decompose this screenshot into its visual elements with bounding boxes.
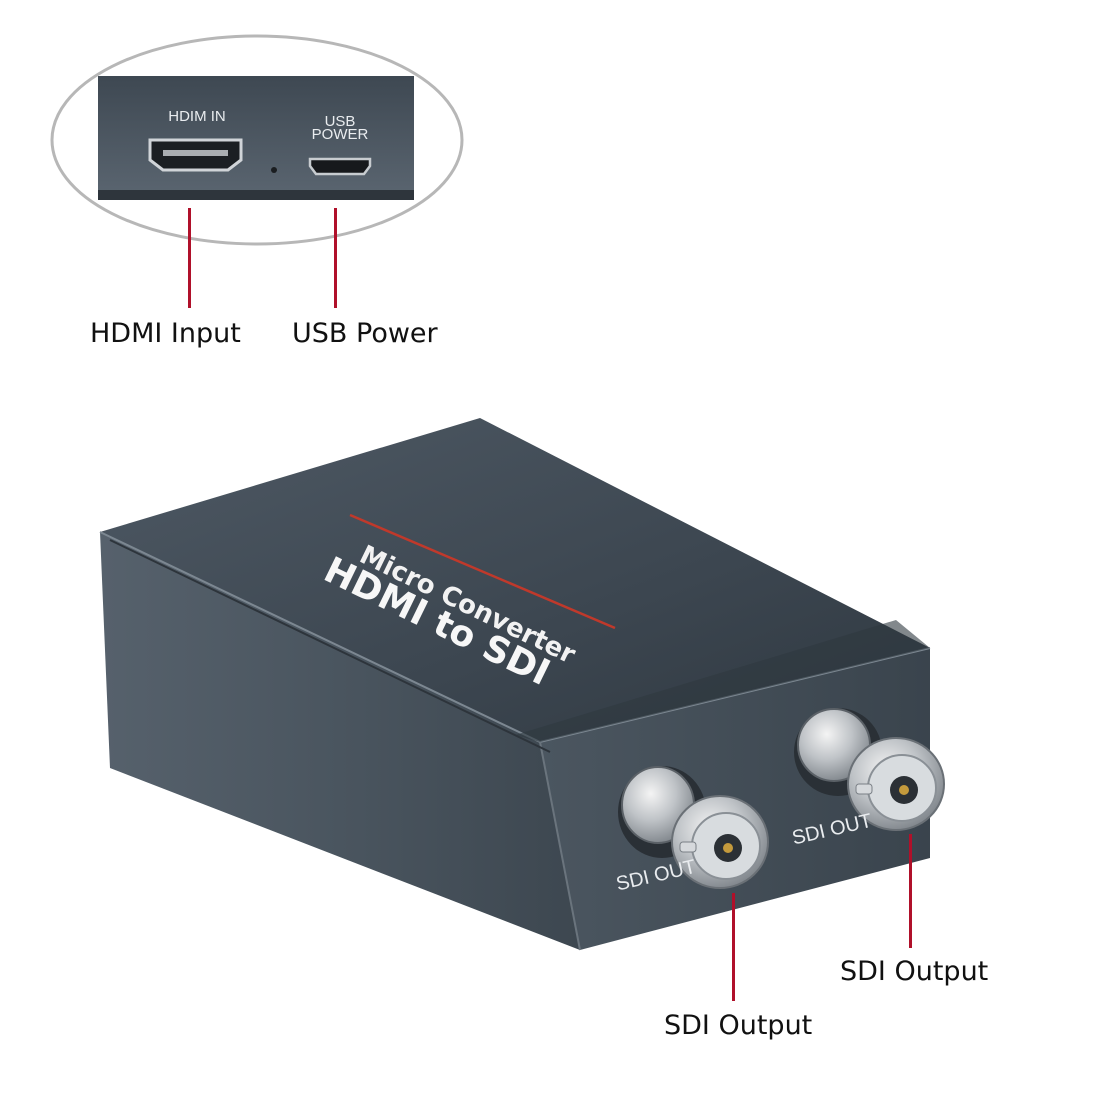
led-indicator-icon	[271, 167, 277, 173]
callout-sdi-output-left: SDI Output	[664, 1010, 813, 1041]
bnc-connector-left-icon	[618, 766, 769, 889]
callout-usb-power: USB Power	[292, 318, 438, 349]
hdmi-port-icon	[148, 138, 243, 172]
inset-usb-label-line1: USB	[324, 113, 356, 130]
callout-sdi-output-right: SDI Output	[840, 956, 989, 987]
micro-usb-port-icon	[308, 157, 372, 176]
device-side-face	[100, 532, 580, 950]
leader-line-sdi-left	[732, 893, 735, 1001]
bnc-connector-right-icon	[794, 708, 945, 831]
converter-device	[99, 418, 945, 951]
callout-hdmi-input: HDMI Input	[90, 318, 241, 349]
leader-line-sdi-right	[909, 834, 912, 948]
inset-usb-label-line2: POWER	[311, 126, 369, 143]
device-label-divider	[349, 513, 616, 630]
inset-hdmi-in-label: HDIM IN	[168, 108, 226, 125]
device-top-face	[100, 418, 930, 742]
inset-panel	[98, 76, 414, 196]
leader-line-usb-power	[334, 208, 337, 308]
leader-line-hdmi-input	[188, 208, 191, 308]
